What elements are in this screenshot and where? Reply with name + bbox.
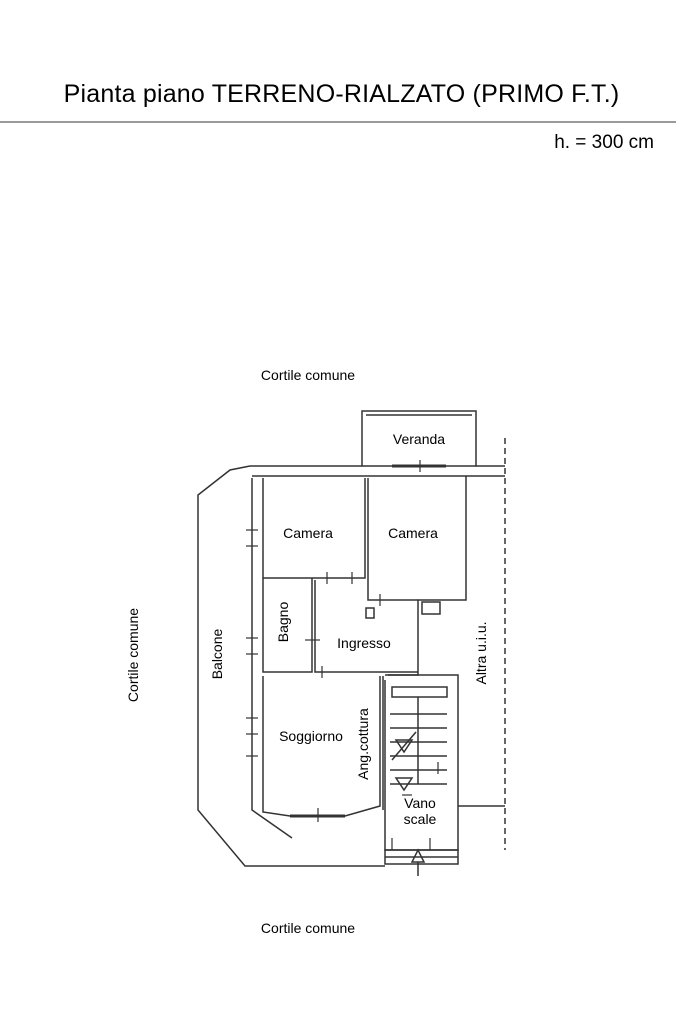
label-angolo-cottura: Ang.cottura	[355, 708, 371, 780]
chimney-flue	[421, 601, 441, 615]
wall-bagno	[262, 578, 313, 673]
label-vano-line2: scale	[404, 811, 437, 827]
stair-break-line	[391, 731, 417, 761]
stair-landing	[391, 686, 448, 698]
label-soggiorno: Soggiorno	[279, 728, 343, 744]
label-ingresso: Ingresso	[337, 635, 391, 651]
balcony-inner-outline	[251, 478, 293, 839]
stair-arrow-up	[394, 777, 414, 792]
label-bagno: Bagno	[275, 602, 291, 643]
label-balcone: Balcone	[209, 628, 225, 679]
label-vano-line1: Vano	[404, 795, 436, 811]
label-cortile-bottom: Cortile comune	[261, 920, 355, 936]
column-marker	[365, 607, 375, 619]
label-cortile-top: Cortile comune	[261, 367, 355, 383]
balcony-outline	[197, 465, 385, 867]
wall-camera-left	[262, 478, 366, 579]
ceiling-height-label: h. = 300 cm	[554, 132, 654, 153]
label-altra-uiu: Altra u.i.u.	[473, 621, 489, 684]
page-title: Pianta piano TERRENO-RIALZATO (PRIMO F.T…	[63, 80, 620, 108]
label-cortile-left: Cortile comune	[125, 608, 141, 702]
label-veranda: Veranda	[393, 431, 445, 447]
title-divider	[0, 121, 676, 123]
exterior-wall	[250, 465, 505, 676]
entrance-steps	[384, 848, 459, 876]
door-marks	[246, 460, 439, 850]
wall-camera-right	[367, 478, 418, 601]
stair-treads	[390, 697, 447, 785]
label-camera-left: Camera	[283, 525, 333, 541]
stair-arrow-down	[394, 739, 414, 754]
wall-ingresso	[314, 580, 418, 673]
label-camera-right: Camera	[388, 525, 438, 541]
